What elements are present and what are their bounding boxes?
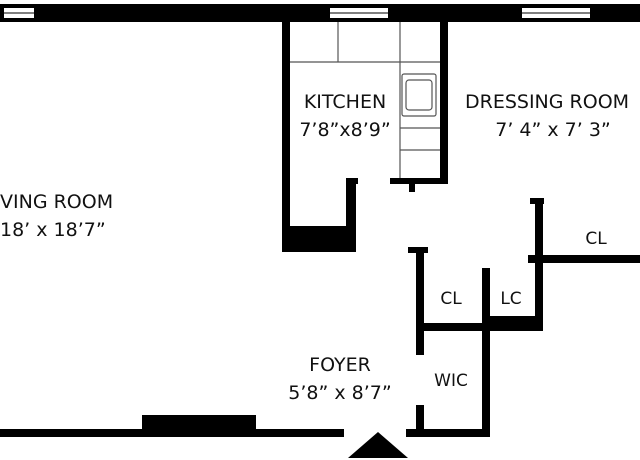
dressing-room-label: DRESSING ROOM (465, 91, 629, 113)
living-room-label: VING ROOM (0, 191, 113, 213)
foyer-dims: 5’8” x 8’7” (288, 382, 391, 404)
kitchen-cabinets (290, 22, 440, 178)
stove-icon (401, 73, 437, 117)
living-room-dims: 18’ x 18’7” (0, 219, 106, 241)
kitchen-walls (282, 20, 448, 252)
closet-label-right: CL (585, 229, 607, 249)
dressing-room-dims: 7’ 4” x 7’ 3” (495, 119, 611, 141)
radiator (142, 415, 256, 435)
kitchen-label: KITCHEN (304, 91, 386, 113)
kitchen-dims: 7’8”x8’9” (299, 119, 390, 141)
foyer-label: FOYER (309, 354, 371, 376)
entrance-arrow-icon (348, 432, 408, 458)
interior-walls (408, 198, 640, 435)
walk-in-closet-label: WIC (434, 371, 468, 391)
bottom-exterior-wall (0, 415, 490, 437)
closet-label-middle: CL (440, 289, 462, 309)
linen-closet-label: LC (500, 289, 521, 309)
top-exterior-wall (0, 4, 640, 22)
